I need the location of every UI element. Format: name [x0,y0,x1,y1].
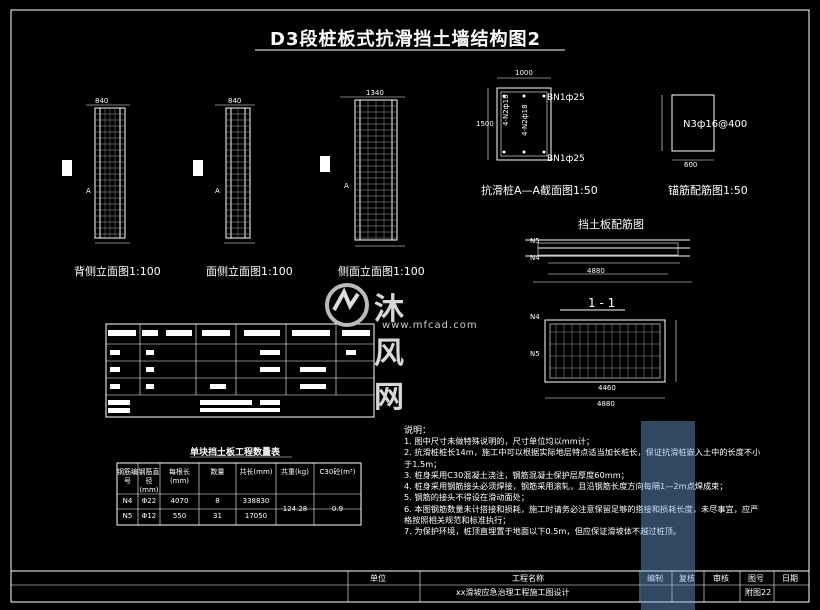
table-cell: 124.28 [282,505,308,513]
tb-drawing-no-label: 图号 [748,574,764,583]
pile-section-caption: 抗滑桩A—A截面图1:50 [481,184,598,197]
rebar-label-bn1-top: BN1ф25 [547,93,585,103]
drawing-title: D3段桩板式抗滑挡土墙结构图2 [270,29,541,50]
tb-date: 日期 [782,574,798,583]
watermark: 沐风网 www.mfcad.com [322,280,477,415]
material-table-figure [105,323,375,418]
watermark-brand: 沐风网 [374,292,406,415]
tb-drawing-no: 附图22 [745,588,772,597]
side-elevation-figure [320,96,405,247]
tb-project-name: xx滑坡应急治理工程施工图设计 [456,588,570,597]
quantity-table-grid [116,456,362,526]
dim-label-840a: 840 [95,97,109,105]
dim-label-4880a: 4880 [587,267,605,275]
table-header-cell: C30砼(m³) [319,468,356,476]
note-line: 格按照相关规范和标准执行； [404,515,511,526]
rebar-label-bn1-bottom: BN1ф25 [547,154,585,164]
pile-section-figure [487,77,552,161]
table-cell: 17050 [244,512,268,520]
quantity-table-title: 单块挡土板工程数量表 [190,448,281,458]
tb-project-name-label: 工程名称 [512,574,544,583]
table-header-cell: 钢筋直径(mm) [138,468,160,494]
back-elevation-caption: 背侧立面图1:100 [74,265,161,278]
table-cell: 550 [172,512,187,520]
section-1-1-figure [544,309,677,399]
tb-unit-label: 单位 [370,574,386,583]
note-line: 6. 本图钢筋数量未计搭接和损耗，施工时请务必注意保留足够的搭接和损耗长度，未尽… [404,503,759,514]
note-line: 1. 图中尺寸未做特殊说明的，尺寸单位均以mm计； [404,436,595,446]
selection-highlight [641,421,695,610]
note-line: 于1.5m； [404,458,442,469]
watermark-url: www.mfcad.com [382,320,478,331]
rebar-label-n2a: 4-N2ф18 [502,94,510,126]
front-elevation-figure [193,104,255,244]
table-cell: 31 [213,512,222,520]
tb-reviewed: 复核 [679,574,695,583]
table-header-cell: 钢筋编号 [117,468,138,485]
anchor-detail-caption: 锚筋配筋图1:50 [668,184,748,197]
label-n5a: N5 [530,237,540,245]
section-1-1-caption: 1 - 1 [588,296,616,310]
section-mark-a1: A [86,187,91,195]
table-cell: N5 [122,512,133,520]
table-cell: 0.9 [331,505,344,513]
dim-label-1500: 1500 [476,120,494,128]
front-elevation-caption: 面侧立面图1:100 [206,265,293,278]
notes-block: 1. 图中尺寸未做特殊说明的，尺寸单位均以mm计；2. 抗滑桩桩长14m，施工中… [404,436,804,538]
table-header-cell: 共长(mm) [239,468,273,476]
section-mark-a2: A [215,187,220,195]
table-cell: Φ12 [141,512,157,520]
dim-label-4460: 4460 [598,384,616,392]
table-cell: N4 [122,497,133,505]
table-cell: 338830 [242,497,270,505]
label-n4a: N4 [530,254,540,262]
dim-label-4880b: 4880 [597,400,615,408]
plate-rebar-figure [525,239,692,283]
label-n4b: N4 [530,313,540,321]
table-cell: Φ22 [141,497,157,505]
table-cell: 8 [215,497,220,505]
notes-title: 说明： [404,426,432,436]
anchor-rebar-figure [661,94,715,161]
plate-rebar-caption: 挡土板配筋图 [578,218,644,231]
title-block-grid [11,570,809,602]
tb-prepared: 编制 [647,574,663,583]
table-header-cell: 每根长(mm) [169,468,190,485]
note-line: 7. 为保护环境，桩顶直埋置于地面以下0.5m，但应保证滑坡体不越过桩顶。 [404,526,682,537]
table-header-cell: 数量 [210,468,225,476]
table-cell: 4070 [170,497,189,505]
note-line: 4. 桩身采用钢筋接头必须焊接，钢筋采用滚轧，且沿钢筋长度方向每隔1—2m点焊成… [404,481,728,492]
dim-label-1000: 1000 [515,69,533,77]
tb-approved: 审核 [713,574,729,583]
note-line: 2. 抗滑桩桩长14m，施工中可以根据实际地层特点适当加长桩长，保证抗滑桩嵌入土… [404,447,761,458]
dim-label-1340: 1340 [366,89,384,97]
dim-label-840b: 840 [228,97,242,105]
dim-label-600: 600 [684,161,698,169]
section-mark-a3: A [344,182,349,190]
watermark-logo-icon [325,283,369,327]
side-elevation-caption: 侧面立面图1:100 [338,265,425,278]
label-n5b: N5 [530,350,540,358]
note-line: 5. 钢筋的接头不得设在滑动面处； [404,492,530,503]
back-elevation-figure [62,104,130,244]
table-header-cell: 共重(kg) [281,468,309,476]
rebar-label-n2b: 4-N2ф18 [521,104,529,136]
note-line: 3. 桩身采用C30混凝土浇注，钢筋混凝土保护层厚度60mm； [404,469,629,480]
rebar-label-n3: N3ф16@400 [683,119,748,130]
